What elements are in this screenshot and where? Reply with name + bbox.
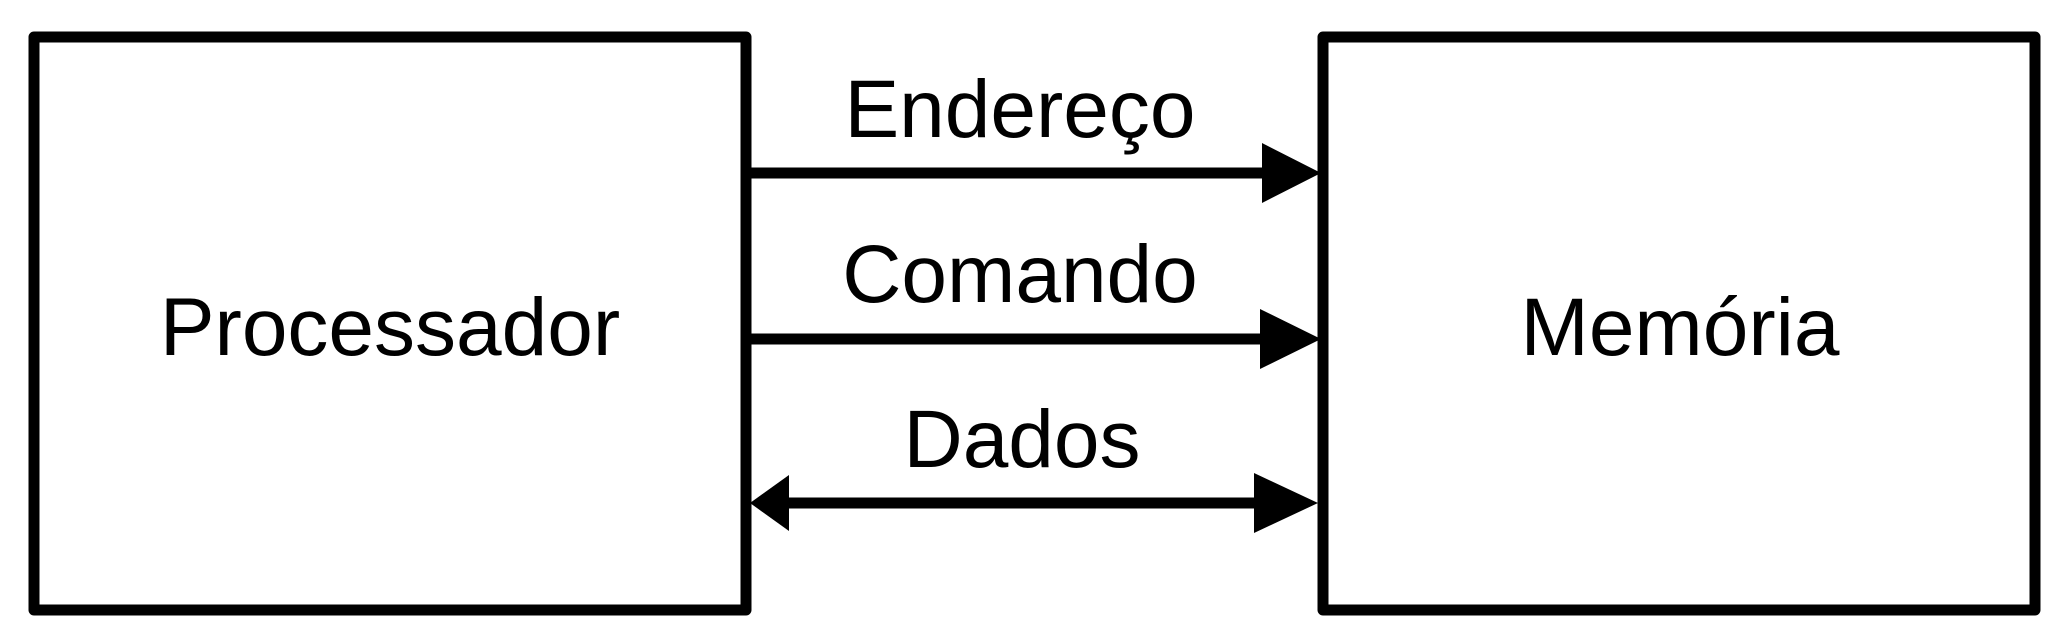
memory-box xyxy=(1317,31,2041,616)
memory-block: Memória xyxy=(1317,31,2041,616)
signal-data-arrowhead-left xyxy=(750,475,789,531)
signal-command-label: Comando xyxy=(842,229,1198,320)
processor-block: Processador xyxy=(28,31,752,616)
processor-label: Processador xyxy=(160,282,620,373)
signal-address-label: Endereço xyxy=(844,64,1195,155)
signal-command-arrowhead xyxy=(1260,309,1321,369)
signal-data-label: Dados xyxy=(903,394,1140,485)
signal-address-arrowhead xyxy=(1262,143,1321,203)
signal-data-arrowhead-right xyxy=(1254,473,1318,533)
memory-label: Memória xyxy=(1521,282,1840,373)
signal-command: Comando xyxy=(746,229,1321,369)
signal-address: Endereço xyxy=(746,64,1321,203)
processor-box xyxy=(28,31,752,616)
signal-data: Dados xyxy=(750,394,1318,533)
